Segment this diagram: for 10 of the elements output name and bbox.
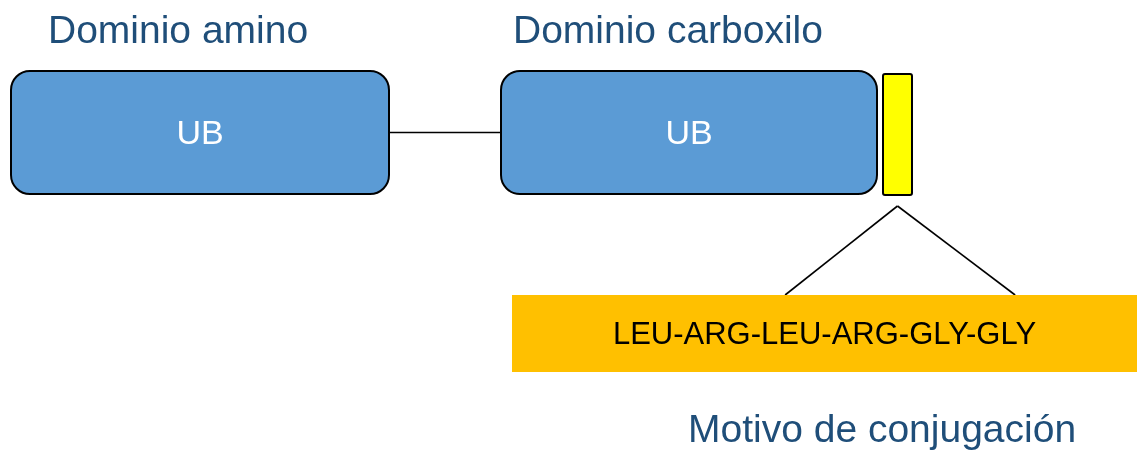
connector-line	[389, 131, 501, 134]
node-label: Motivo de conjugación	[688, 407, 1077, 451]
domain-heading: Dominio carboxilo	[513, 8, 823, 52]
domain-box: UB	[500, 70, 878, 195]
connector-line	[896, 205, 1016, 296]
motif-bar	[882, 73, 913, 196]
domain-heading: Dominio amino	[48, 8, 309, 52]
connector-line	[784, 205, 899, 296]
sequence-box: LEU-ARG-LEU-ARG-GLY-GLY	[512, 295, 1137, 372]
domain-box: UB	[10, 70, 390, 195]
